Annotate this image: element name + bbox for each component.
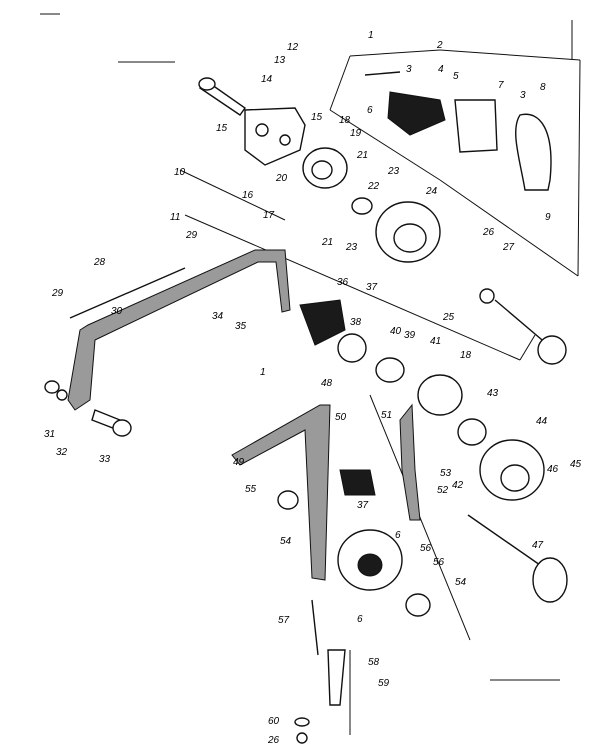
part-label: 27 bbox=[502, 242, 515, 253]
part-label: 60 bbox=[268, 716, 280, 727]
part-label: 34 bbox=[212, 311, 224, 322]
part-label: 40 bbox=[390, 326, 402, 337]
part-label: 7 bbox=[498, 80, 504, 91]
middle-assembly bbox=[231, 333, 568, 744]
part-label: 49 bbox=[233, 457, 245, 468]
part-label: 57 bbox=[278, 615, 290, 626]
part-label: 26 bbox=[267, 735, 280, 746]
part-label: 47 bbox=[532, 540, 544, 551]
part-label: 37 bbox=[357, 500, 369, 511]
part-label: 35 bbox=[235, 321, 247, 332]
part-label: 23 bbox=[345, 242, 358, 253]
part-label: 18 bbox=[460, 350, 472, 361]
part-label: 25 bbox=[442, 312, 455, 323]
part-label: 17 bbox=[263, 210, 275, 221]
part-label: 8 bbox=[540, 82, 546, 93]
part-label: 32 bbox=[56, 447, 68, 458]
part-label: 15 bbox=[216, 123, 228, 134]
upper-assembly bbox=[198, 71, 567, 365]
part-label: 21 bbox=[321, 237, 333, 248]
part-label: 14 bbox=[261, 74, 273, 85]
part-label: 53 bbox=[440, 468, 452, 479]
part-label: 28 bbox=[93, 257, 106, 268]
part-label: 26 bbox=[482, 227, 495, 238]
part-label: 19 bbox=[350, 128, 362, 139]
part-label: 2 bbox=[436, 40, 443, 51]
part-label: 12 bbox=[287, 42, 299, 53]
part-label: 29 bbox=[51, 288, 64, 299]
part-label: 16 bbox=[242, 190, 254, 201]
part-label: 1 bbox=[260, 367, 266, 378]
part-label: 36 bbox=[337, 277, 349, 288]
part-label: 50 bbox=[335, 412, 347, 423]
part-label: 56 bbox=[420, 543, 432, 554]
part-label: 52 bbox=[437, 485, 449, 496]
part-label: 21 bbox=[356, 150, 368, 161]
part-label: 31 bbox=[44, 429, 55, 440]
part-label: 18 bbox=[339, 115, 351, 126]
part-label: 30 bbox=[111, 306, 123, 317]
part-label: 44 bbox=[536, 416, 548, 427]
part-label: 9 bbox=[545, 212, 551, 223]
part-label: 46 bbox=[547, 464, 559, 475]
part-label: 5 bbox=[453, 71, 459, 82]
part-label: 38 bbox=[350, 317, 362, 328]
part-label: 59 bbox=[378, 678, 390, 689]
part-label: 33 bbox=[99, 454, 111, 465]
part-label: 3 bbox=[520, 90, 526, 101]
part-label: 29 bbox=[185, 230, 198, 241]
part-label: 1 bbox=[368, 30, 374, 41]
part-label: 24 bbox=[425, 186, 438, 197]
part-label: 55 bbox=[245, 484, 257, 495]
part-label: 54 bbox=[280, 536, 292, 547]
part-label: 58 bbox=[368, 657, 380, 668]
part-label: 13 bbox=[274, 55, 286, 66]
part-label: 15 bbox=[311, 112, 323, 123]
part-label: 37 bbox=[366, 282, 378, 293]
part-label: 56 bbox=[433, 557, 445, 568]
part-label: 4 bbox=[438, 64, 444, 75]
part-labels: 1 1 2 3 3 4 5 6 7 8 9 10 11 12 13 14 15 … bbox=[44, 30, 582, 746]
part-label: 3 bbox=[406, 64, 412, 75]
part-label: 11 bbox=[170, 212, 180, 223]
part-label: 54 bbox=[455, 577, 467, 588]
part-label: 41 bbox=[430, 336, 441, 347]
part-label: 22 bbox=[367, 181, 380, 192]
frame-lines bbox=[40, 13, 581, 735]
part-label: 6 bbox=[395, 530, 401, 541]
part-label: 45 bbox=[570, 459, 582, 470]
part-label: 43 bbox=[487, 388, 499, 399]
part-label: 10 bbox=[174, 167, 186, 178]
part-label: 20 bbox=[275, 173, 288, 184]
part-label: 51 bbox=[381, 410, 392, 421]
part-label: 42 bbox=[452, 480, 464, 491]
left-linkage bbox=[44, 249, 346, 437]
part-label: 39 bbox=[404, 330, 416, 341]
part-label: 48 bbox=[321, 378, 333, 389]
part-label: 6 bbox=[357, 614, 363, 625]
part-label: 23 bbox=[387, 166, 400, 177]
part-label: 6 bbox=[367, 105, 373, 116]
